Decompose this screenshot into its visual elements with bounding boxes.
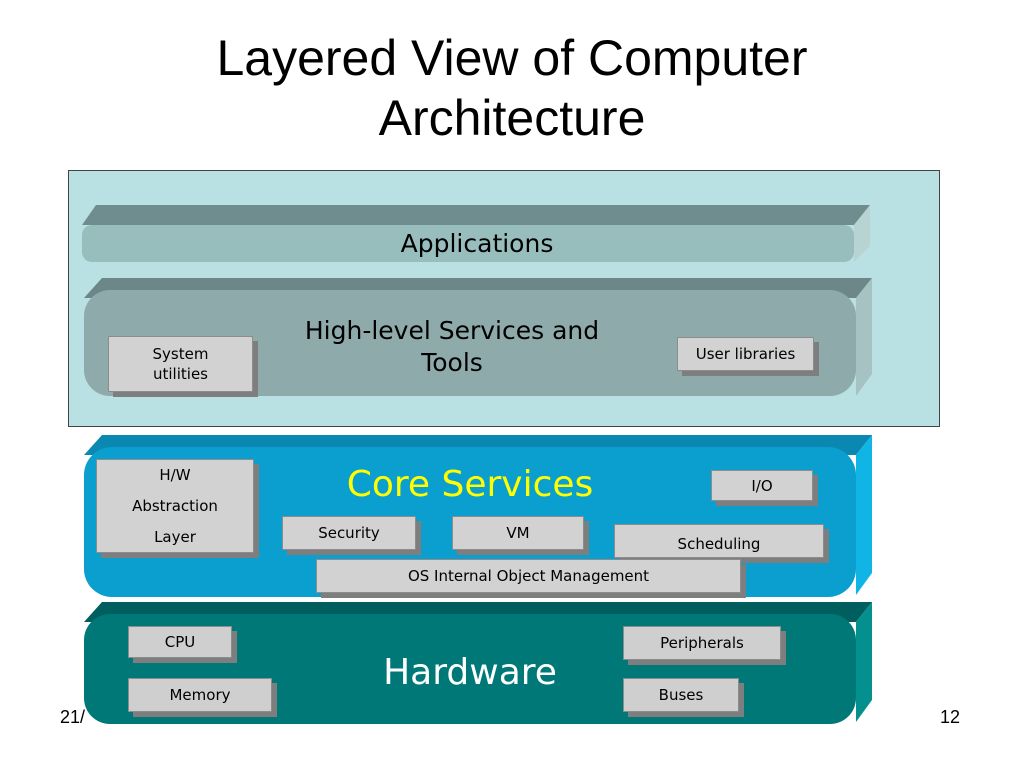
applications-layer (82, 205, 870, 262)
peripherals-box: Peripherals (623, 626, 781, 660)
high-level-label-line-2: Tools (421, 348, 483, 377)
hw-abstraction-line-3: Layer (154, 527, 196, 546)
hw-abstraction-line-2: Abstraction (132, 496, 218, 515)
title-line-2: Architecture (378, 90, 646, 146)
system-utilities-line-1: System (152, 345, 209, 363)
io-box: I/O (711, 470, 813, 501)
scheduling-box: Scheduling (614, 524, 824, 558)
hw-abstraction-line-1: H/W (159, 465, 191, 484)
footer-date: 21/ (60, 707, 86, 727)
user-libraries-box: User libraries (677, 337, 814, 371)
core-services-label: Core Services (346, 464, 594, 505)
title-line-1: Layered View of Computer (216, 30, 808, 86)
page-number: 12 (940, 707, 961, 727)
system-utilities-line-2: utilities (153, 365, 208, 383)
system-utilities-box: System utilities (108, 336, 253, 392)
buses-box: Buses (623, 678, 739, 712)
high-level-services-label: High-level Services and Tools (272, 315, 632, 379)
applications-label: Applications (400, 229, 554, 258)
high-level-label-line-1: High-level Services and (304, 316, 600, 345)
hw-abstraction-layer-box: H/W Abstraction Layer (96, 459, 254, 553)
hardware-label: Hardware (383, 652, 557, 693)
os-internal-object-management-box: OS Internal Object Management (316, 559, 741, 593)
cpu-box: CPU (128, 626, 232, 658)
security-box: Security (282, 516, 416, 550)
memory-box: Memory (128, 678, 272, 712)
vm-box: VM (452, 516, 584, 550)
high-level-services-layer (84, 278, 872, 396)
slide-title: Layered View of Computer Architecture (0, 28, 1024, 148)
